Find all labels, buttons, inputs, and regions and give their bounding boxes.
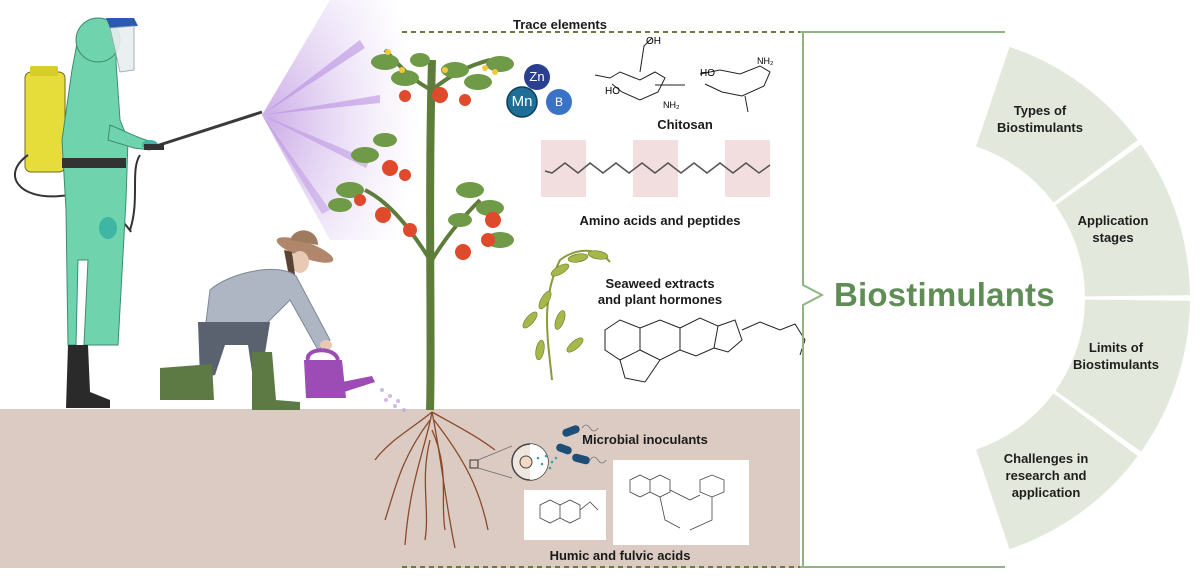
ring-segment[interactable] bbox=[1055, 299, 1190, 452]
segment-label-line: Types of bbox=[1013, 103, 1067, 118]
ring-segment[interactable] bbox=[976, 393, 1138, 550]
farmer-watering-icon bbox=[160, 230, 406, 412]
segment-types-of-biostimulants[interactable]: Types of Biostimulants bbox=[970, 102, 1110, 136]
segment-application-stages[interactable]: Application stages bbox=[1043, 212, 1183, 246]
biostimulants-title: Biostimulants bbox=[834, 276, 1055, 313]
ring-segment[interactable] bbox=[1055, 144, 1190, 297]
sprayer-worker-icon bbox=[14, 17, 263, 408]
seaweed-icon bbox=[522, 249, 611, 381]
zn-label: Zn bbox=[529, 69, 545, 84]
ring-segment[interactable] bbox=[976, 46, 1138, 203]
chitosan-oh-top: OH bbox=[646, 36, 661, 47]
segment-label-line: Application bbox=[1077, 213, 1149, 228]
fulvic-structure-box bbox=[613, 460, 749, 545]
bracket-icon bbox=[800, 31, 1005, 568]
plant-roots-icon bbox=[374, 411, 496, 549]
seaweed-label-line1: Seaweed extracts bbox=[605, 276, 715, 291]
chitosan-ho-right: HO bbox=[700, 68, 715, 79]
chitosan-ho-left: HO bbox=[605, 86, 620, 97]
humic-structure-box bbox=[524, 490, 606, 540]
brassinosteroid-structure-icon bbox=[604, 317, 806, 383]
segment-label-line: Biostimulants bbox=[997, 120, 1083, 135]
segment-challenges-in-research[interactable]: Challenges in research and application bbox=[976, 450, 1116, 501]
peptide-chain-icon bbox=[541, 140, 771, 197]
tomato-plant-icon bbox=[328, 48, 514, 411]
mn-label: Mn bbox=[511, 93, 533, 110]
watering-can-icon bbox=[304, 348, 375, 398]
microbe-icon bbox=[556, 424, 607, 465]
chitosan-nh2-bottom: NH₂ bbox=[663, 100, 680, 110]
chitosan-nh2-right: NH₂ bbox=[757, 56, 774, 66]
zoom-marker-icon bbox=[469, 459, 479, 469]
trace-elements-label: Trace elements bbox=[513, 17, 607, 32]
segment-label-line: Limits of bbox=[1088, 340, 1144, 355]
segment-limits-of-biostimulants[interactable]: Limits of Biostimulants bbox=[1046, 339, 1186, 373]
root-cell-magnifier-icon bbox=[511, 443, 558, 481]
segment-label-line: Biostimulants bbox=[1073, 357, 1159, 372]
humic-fulvic-label: Humic and fulvic acids bbox=[549, 548, 691, 563]
segment-label-line: application bbox=[1011, 485, 1081, 500]
segment-label-line: stages bbox=[1092, 230, 1134, 245]
segment-label-line: Challenges in bbox=[1003, 451, 1089, 466]
ring-segments bbox=[976, 46, 1190, 550]
segment-label-line: research and bbox=[1005, 468, 1087, 483]
seaweed-label-line2: and plant hormones bbox=[597, 292, 723, 307]
trace-elements-icon bbox=[506, 64, 572, 118]
microbial-inoculants-label: Microbial inoculants bbox=[582, 432, 708, 447]
chitosan-label: Chitosan bbox=[657, 117, 713, 132]
amino-acids-label: Amino acids and peptides bbox=[579, 213, 741, 228]
chitosan-structure-icon bbox=[594, 37, 771, 113]
b-label: B bbox=[554, 95, 563, 109]
